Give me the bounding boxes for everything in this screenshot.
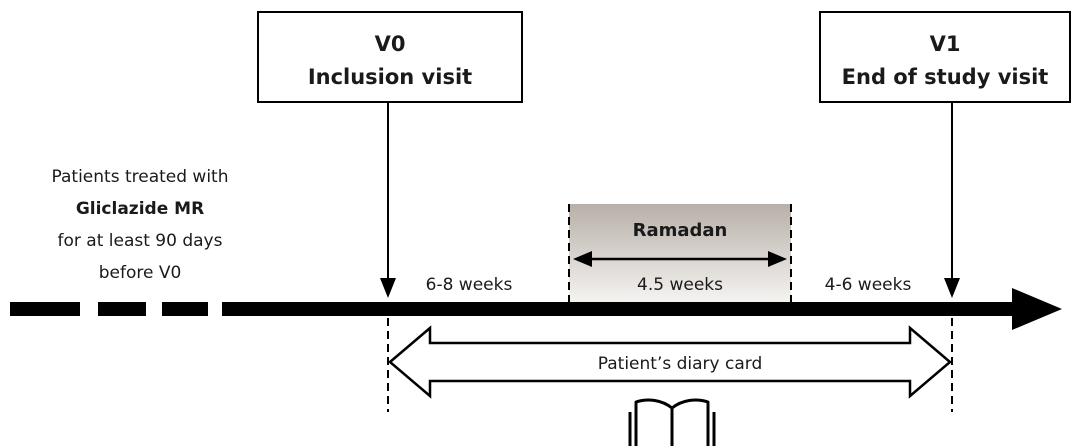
patients-note-line4: before V0 [99, 263, 182, 283]
v1-label: End of study visit [842, 65, 1049, 89]
ramadan-duration: 4.5 weeks [637, 275, 723, 295]
v0-visit: V0 Inclusion visit [257, 11, 523, 412]
arrow-left-head [573, 251, 592, 267]
ramadan-period: Ramadan 4.5 weeks [568, 204, 792, 304]
patients-note-drug: Gliclazide MR [76, 199, 204, 219]
patients-note-line1: Patients treated with [52, 167, 229, 187]
timeline-arrowhead [1012, 288, 1062, 330]
v0-pointer-head [380, 278, 396, 298]
diary-double-arrow [388, 325, 952, 399]
ramadan-label: Ramadan [633, 220, 728, 241]
v1-visit: V1 End of study visit [819, 11, 1071, 412]
timeline-bar [222, 302, 1018, 316]
v1-pointer-head [944, 278, 960, 298]
v0-code: V0 [375, 32, 406, 56]
open-book-icon [628, 398, 716, 446]
period-before-ramadan: 6-8 weeks [426, 275, 513, 295]
timeline-dash-2 [98, 302, 146, 316]
v0-label: Inclusion visit [308, 65, 472, 89]
v1-code: V1 [930, 32, 961, 56]
timeline [10, 288, 1062, 330]
arrow-right-head [768, 251, 787, 267]
period-after-ramadan: 4-6 weeks [825, 275, 912, 295]
patients-note: Patients treated with Gliclazide MR for … [52, 167, 229, 283]
timeline-dash-1 [10, 302, 80, 316]
patients-note-line3: for at least 90 days [58, 231, 223, 251]
diary-label: Patient’s diary card [598, 354, 763, 374]
timeline-dash-3 [162, 302, 208, 316]
v1-box [819, 11, 1071, 103]
ramadan-box [569, 204, 791, 304]
diary-card-span: Patient’s diary card [388, 325, 952, 399]
v0-box [257, 11, 523, 103]
